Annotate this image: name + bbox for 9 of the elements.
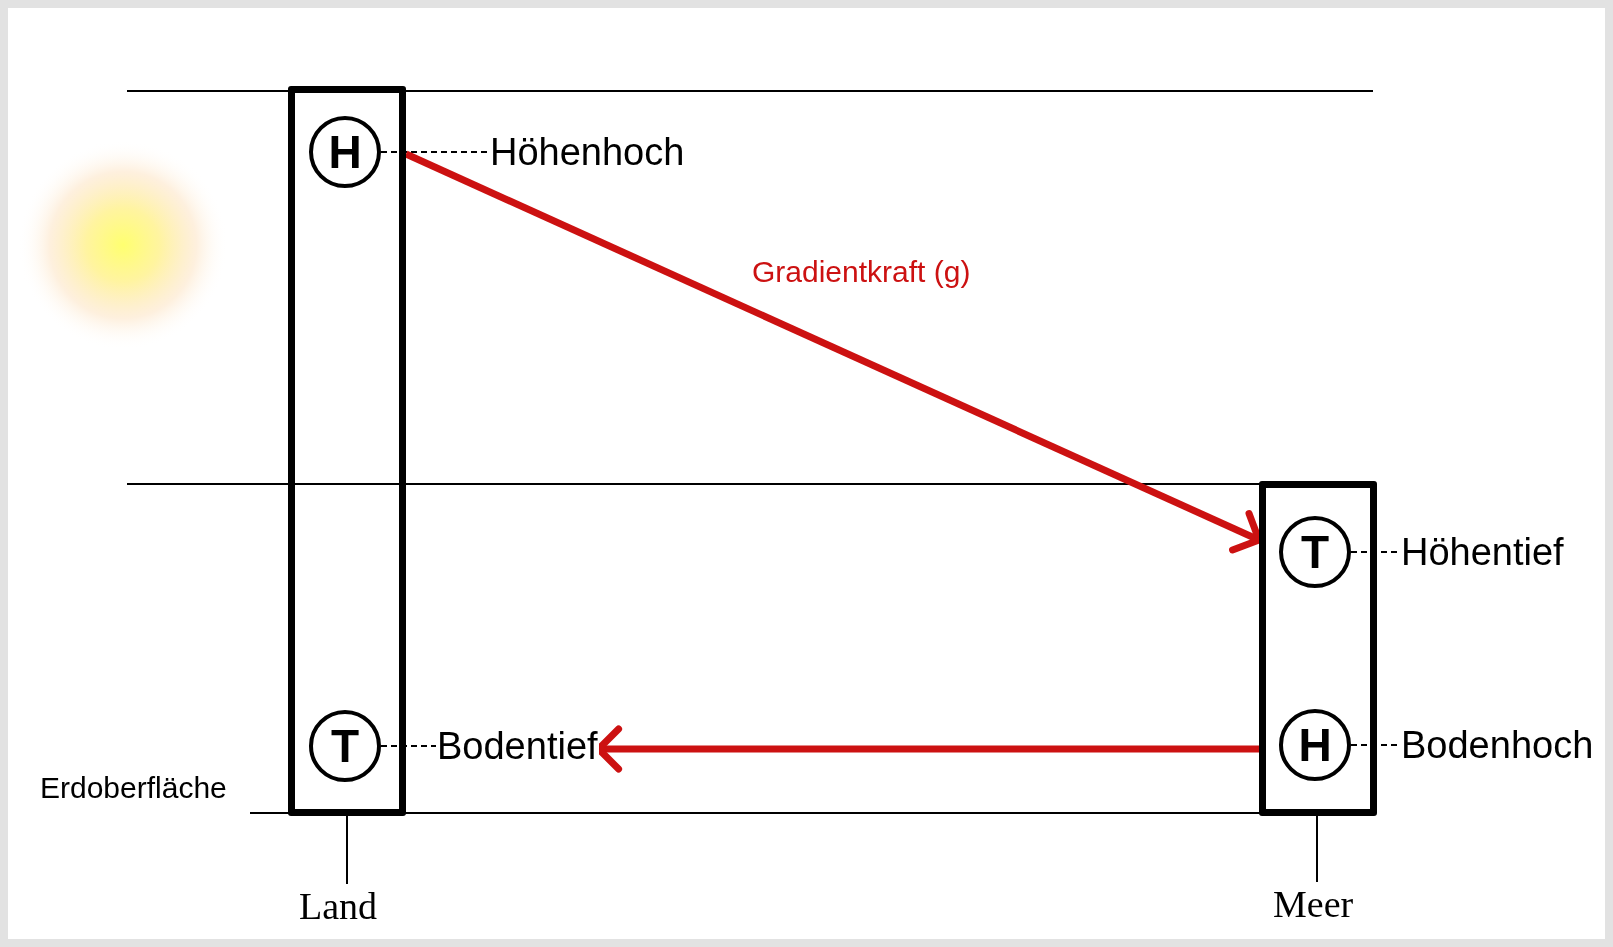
location-label: Land (299, 884, 378, 928)
leader-line (380, 745, 437, 747)
location-label: Meer (1273, 882, 1354, 926)
region-box (1259, 481, 1377, 816)
leader-line (1316, 815, 1318, 883)
surface-label: Erdoberfläche (40, 773, 227, 803)
region-box (288, 86, 406, 816)
leader-line (346, 815, 348, 885)
leader-line (380, 151, 490, 153)
